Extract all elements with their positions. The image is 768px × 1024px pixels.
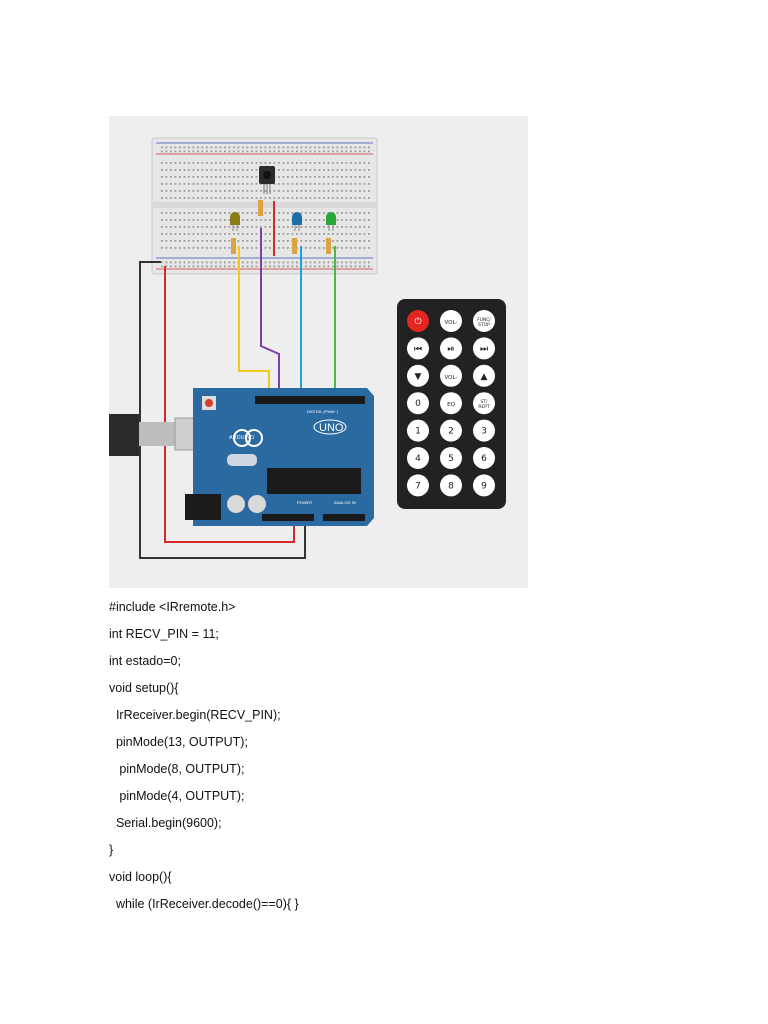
code-line: IrReceiver.begin(RECV_PIN);	[109, 708, 281, 722]
svg-text:VOL-: VOL-	[445, 320, 458, 326]
power-header-label: POWER	[297, 500, 312, 505]
remote-button-6: 6	[473, 447, 495, 469]
svg-text:▼: ▼	[415, 372, 422, 382]
wires	[139, 201, 336, 559]
svg-text:⏯: ⏯	[447, 344, 454, 354]
led-group	[230, 212, 336, 231]
svg-text:1: 1	[415, 427, 421, 437]
remote-button-func-stop: FUNC/STOP	[473, 310, 495, 332]
wire-red2	[164, 266, 295, 543]
code-line: pinMode(4, OUTPUT);	[109, 789, 245, 803]
svg-text:EQ: EQ	[447, 402, 455, 408]
svg-text:8: 8	[448, 481, 454, 491]
code-line: Serial.begin(9600);	[109, 816, 222, 830]
remote-button-prev: ⏮	[407, 337, 429, 360]
remote-button-4: 4	[407, 447, 429, 469]
svg-text:3: 3	[481, 427, 487, 437]
code-line: while (IrReceiver.decode()==0){ }	[109, 897, 299, 911]
remote-button-5: 5	[440, 447, 462, 469]
svg-text:0: 0	[415, 399, 421, 409]
remote-button-8: 8	[440, 474, 462, 497]
arduino-board: ARDUINO UNO DIGITAL (PWM~) POWER ANALOG …	[185, 388, 374, 526]
svg-text:▲: ▲	[481, 372, 488, 382]
analog-header-label: ANALOG IN	[334, 500, 356, 505]
svg-text:⏻: ⏻	[414, 316, 421, 327]
led-3	[326, 212, 336, 231]
remote-button-7: 7	[407, 474, 429, 497]
arduino-model-label: UNO	[319, 422, 344, 434]
code-line: int estado=0;	[109, 654, 181, 668]
svg-text:⏮: ⏮	[414, 344, 422, 354]
svg-text:5: 5	[448, 454, 454, 464]
svg-text:2: 2	[448, 427, 454, 437]
remote-button-up: ▲	[473, 364, 495, 387]
code-line: }	[109, 843, 114, 857]
code-listing: #include <IRremote.h> int RECV_PIN = 11; i…	[109, 598, 299, 922]
code-line: int RECV_PIN = 11;	[109, 627, 219, 641]
resistors	[231, 200, 331, 254]
remote-button-next: ⏭	[473, 337, 495, 360]
digital-header-label: DIGITAL (PWM~)	[307, 409, 339, 414]
svg-text:6: 6	[481, 454, 487, 464]
code-line: void loop(){	[109, 870, 172, 884]
remote-button-3: 3	[473, 419, 495, 442]
ir-remote: ⏻ VOL- FUNC/STOP ⏮ ⏯ ⏭ ▼ VOL- ▲ 0 EQ ST/REPT 1 2 3 4 5 6 7…	[397, 299, 506, 509]
wire-purple	[260, 228, 280, 396]
ir-receiver	[259, 166, 275, 194]
code-line: void setup(){	[109, 681, 179, 695]
remote-button-2: 2	[440, 419, 462, 442]
remote-button-st-rept: ST/REPT	[473, 392, 495, 415]
remote-button-9: 9	[473, 474, 495, 497]
wire-black	[139, 261, 306, 559]
code-line: #include <IRremote.h>	[109, 600, 236, 614]
svg-text:4: 4	[415, 454, 421, 464]
wire-yellow	[238, 246, 270, 396]
led-1	[230, 212, 240, 231]
led-2	[292, 212, 302, 231]
code-line: pinMode(8, OUTPUT);	[109, 762, 245, 776]
svg-text:7: 7	[415, 481, 421, 491]
arduino-brand-label: ARDUINO	[229, 435, 255, 441]
remote-button-power: ⏻	[407, 310, 429, 332]
remote-button-1: 1	[407, 419, 429, 442]
svg-text:VOL-: VOL-	[445, 375, 458, 381]
remote-button-eq: EQ	[440, 392, 462, 415]
svg-text:⏭: ⏭	[480, 344, 488, 354]
remote-button-down: ▼	[407, 364, 429, 387]
svg-text:FUNC/STOP: FUNC/STOP	[477, 317, 491, 328]
remote-button-play-pause: ⏯	[440, 337, 462, 360]
breadboard	[151, 137, 378, 275]
circuit-figure: ARDUINO UNO DIGITAL (PWM~) POWER ANALOG …	[109, 116, 528, 588]
remote-button-vol-: VOL-	[440, 364, 462, 387]
svg-text:ST/REPT: ST/REPT	[478, 399, 489, 410]
code-line: pinMode(13, OUTPUT);	[109, 735, 248, 749]
remote-button-vol-: VOL-	[440, 310, 462, 332]
svg-text:9: 9	[481, 481, 487, 491]
remote-button-0: 0	[407, 392, 429, 415]
